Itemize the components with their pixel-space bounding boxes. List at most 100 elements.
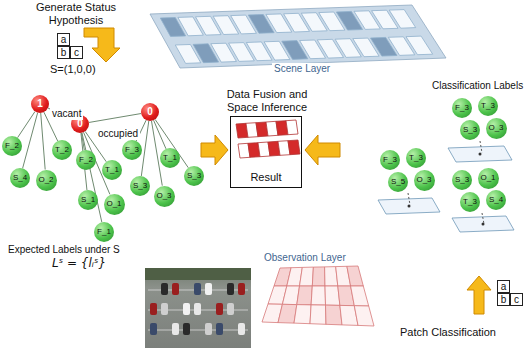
- parking-line: [148, 330, 248, 331]
- node-text: c: [74, 47, 79, 59]
- observation-cell: [351, 286, 369, 306]
- observation-cell: [326, 305, 343, 325]
- car: [194, 303, 201, 315]
- annotation-label: S=(1,0,0): [50, 63, 96, 76]
- patch-center: [482, 223, 485, 226]
- label-node: T_1: [160, 148, 180, 168]
- node-text: S_3: [463, 125, 477, 135]
- car: [205, 323, 212, 335]
- node-text: 0: [147, 106, 153, 118]
- label-node: F_3: [380, 150, 400, 170]
- node-text: O_2: [38, 175, 53, 185]
- annotation-label: Classification Labels: [432, 80, 523, 92]
- annotation-label: vacant: [50, 108, 83, 120]
- node-text: S_5: [391, 177, 405, 187]
- car: [227, 303, 234, 315]
- tree-link: [89, 114, 141, 123]
- label-node: O_1: [478, 168, 499, 189]
- leader-line: [480, 141, 482, 153]
- photo-trees: [145, 268, 251, 280]
- patch-plane: [378, 198, 440, 214]
- tree-link: [41, 113, 45, 170]
- node-text: F_1: [97, 227, 111, 237]
- node-text: F_3: [455, 103, 469, 113]
- label-node: S_3: [460, 120, 480, 140]
- label-node: F_2: [2, 136, 22, 156]
- node-text: F_2: [5, 141, 19, 151]
- label-node: O_1: [104, 194, 125, 215]
- label-node: S_3: [452, 170, 472, 190]
- result-cell: [288, 140, 300, 155]
- annotation-label: occupied: [96, 128, 140, 140]
- grid-cell: b: [497, 293, 510, 306]
- label-node: F_3: [122, 140, 142, 160]
- car: [161, 283, 168, 295]
- leader-line: [408, 193, 410, 205]
- node-text: F_2: [79, 155, 93, 165]
- fusion-arrow-right: [305, 135, 340, 165]
- annotation-label: Generate Status Hypothesis: [18, 1, 134, 26]
- status-node: 0: [141, 103, 159, 121]
- tree-link: [155, 119, 188, 167]
- label-node: T_2: [52, 140, 72, 160]
- label-node: S_5: [388, 172, 408, 192]
- label-node: F_1: [94, 222, 114, 242]
- node-text: a: [61, 34, 67, 46]
- observation-cell: [310, 305, 326, 324]
- node-text: S_4: [489, 195, 503, 205]
- car: [238, 283, 245, 295]
- node-text: T_2: [55, 145, 69, 155]
- tree-link: [141, 121, 148, 176]
- observation-cell: [294, 305, 311, 324]
- label-node: S_4: [486, 190, 506, 210]
- fusion-arrow-left: [201, 135, 228, 165]
- grid-cell: b: [57, 46, 70, 59]
- observation-cell: [278, 304, 297, 323]
- node-text: O_3: [416, 175, 431, 185]
- label-node: T_3: [406, 148, 426, 168]
- grid-cell: a: [497, 280, 510, 293]
- car: [194, 283, 201, 295]
- car: [238, 323, 245, 335]
- node-text: T_3: [409, 153, 423, 163]
- node-text: O_3: [156, 191, 171, 201]
- node-text: T_1: [163, 153, 177, 163]
- label-node: S_3: [184, 166, 204, 186]
- annotation-label: Patch Classification: [400, 326, 496, 339]
- car: [183, 303, 190, 315]
- node-text: 1: [37, 98, 43, 110]
- observation-cell: [297, 286, 313, 305]
- node-text: T_1: [105, 165, 119, 175]
- node-text: a: [501, 281, 507, 293]
- status-node: 1: [31, 95, 49, 113]
- box-label: Result: [231, 171, 301, 184]
- grid-cell: a: [57, 33, 70, 46]
- label-node: O_2: [36, 170, 57, 191]
- classification-arrow: [467, 276, 491, 314]
- hypothesis-arrow: [84, 28, 120, 62]
- box-heading: Data Fusion and Space Inference: [219, 88, 315, 114]
- tree-link: [23, 113, 38, 169]
- label-node: F_2: [76, 150, 96, 170]
- node-text: S_3: [455, 175, 469, 185]
- patch-plane: [448, 146, 512, 162]
- patch-center: [479, 153, 482, 156]
- car: [150, 303, 157, 315]
- annotation-label: Lˢ = {lᵢˢ}: [52, 257, 106, 271]
- node-text: b: [61, 47, 67, 59]
- label-node: S_3: [130, 176, 150, 196]
- label-node: S_4: [10, 168, 30, 188]
- node-text: b: [501, 294, 507, 306]
- car: [227, 283, 234, 295]
- label-node: T_3: [460, 192, 480, 212]
- car: [216, 323, 223, 335]
- node-text: S_4: [13, 173, 27, 183]
- parking-slot: [389, 10, 416, 29]
- node-text: F_3: [125, 145, 139, 155]
- label-node: T_3: [478, 96, 498, 116]
- car: [161, 303, 168, 315]
- observation-cell: [325, 286, 340, 305]
- label-node: O_3: [486, 118, 507, 139]
- car: [172, 323, 179, 335]
- annotation-label: Observation Layer: [262, 252, 348, 264]
